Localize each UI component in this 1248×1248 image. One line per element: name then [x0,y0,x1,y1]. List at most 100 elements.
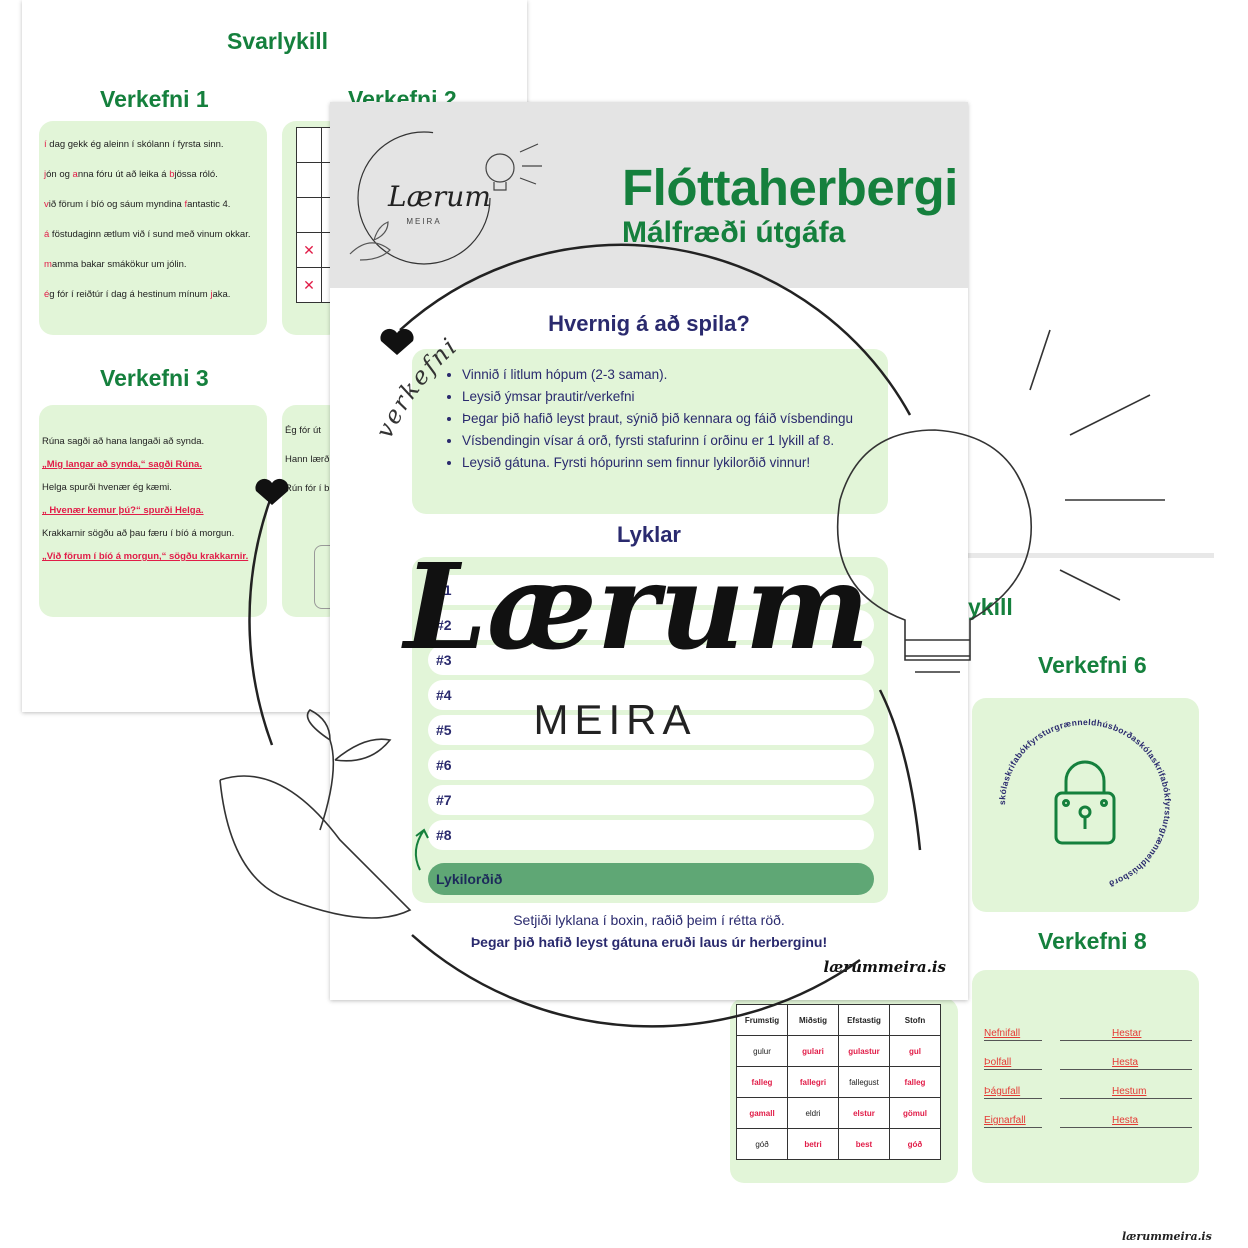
task6-ring: skólaskrifabókfyrsturgrænneldhúsborðaskó… [997,717,1173,889]
logo: Lærum MEIRA [349,131,542,265]
footer-instruction: Setjiði lyklana í boxin, raðið þeim í ré… [513,912,785,928]
cross-mark-icon: ✕ [295,232,323,268]
sentence-text: föstudaginn ætlum við í sund með vinum o… [49,229,251,240]
direct-speech-answer: „ Hvenær kemur þú?“ spurði Helga. [42,505,204,516]
task3-card: Rúna sagði að hana langaði að synda. „Mig… [39,405,267,617]
case-answer: Hesta [1112,1057,1139,1068]
case-name: Þolfall [984,1057,1012,1068]
answer-line [1060,1069,1192,1070]
task1-sentence: ég fór í reiðtúr í dag á hestinum mínum … [44,289,267,300]
svg-text:skólaskrifabókfyrsturgrænneldh: skólaskrifabókfyrsturgrænneldhúsborðaskó… [997,717,1173,889]
highlight-letter: m [44,259,52,270]
front-sheet: Lærum MEIRA Flóttaherbergi Málfræði útgá… [330,102,968,1000]
sentence-text: jössa róló. [174,169,218,180]
sentence-text: antastic 4. [187,199,231,210]
rules-list: Vinnið í litlum hópum (2-3 saman). Leysið… [412,367,888,470]
direct-speech-answer: „Mig langar að synda,“ sagði Rúna. [42,459,202,470]
task3-lines: Rúna sagði að hana langaði að synda. „Mig… [42,436,267,562]
table-cell: fallegust [838,1066,890,1098]
sentence-text: nna fóru út að leika á [77,169,170,180]
hand-plant-icon [349,221,391,261]
page-title: Flóttaherbergi [622,159,958,216]
table-cell: góð [889,1128,941,1160]
case-answer: Hestar [1112,1028,1142,1039]
sentence-text: amma bakar smákökur um jólin. [51,259,187,270]
key-input-row[interactable]: #8 [428,820,874,850]
password-row[interactable]: Lykilorðið [428,863,874,895]
rule-item: Vinnið í litlum hópum (2-3 saman). [462,367,888,382]
task4-line: Hann lærði [285,454,332,465]
highlight-letter: b [169,169,175,180]
highlight-letter: í [44,139,47,150]
answer-line [984,1069,1042,1070]
indirect-speech-line: Rúna sagði að hana langaði að synda. [42,436,205,447]
key-input-row[interactable]: #6 [428,750,874,780]
table-header: Frumstig [736,1004,788,1036]
task6-title: Verkefni 6 [1038,652,1147,678]
lightbulb-icon [485,143,542,191]
key-input-row[interactable]: #3 [428,645,874,675]
answer-line [1060,1098,1192,1099]
table-header: Miðstig [787,1004,839,1036]
table-header: Efstastig [838,1004,890,1036]
table-header: Stofn [889,1004,941,1036]
highlight-letter: j [44,169,47,180]
key-input-row[interactable]: #4 [428,680,874,710]
keys-title: Lyklar [616,522,681,547]
task6-card: skólaskrifabókfyrsturgrænneldhúsborðaskó… [972,698,1199,912]
cross-mark-icon: ✕ [295,267,323,303]
key-input-row[interactable]: #1 [428,575,874,605]
answer-sheet-title: Svarlykill [227,28,329,54]
answer-line [1060,1040,1192,1041]
task1-sentence: í dag gekk ég aleinn í skólann í fyrsta … [44,139,267,150]
task4-line: Ég fór út [285,425,321,436]
table-cell: fallegri [787,1066,839,1098]
case-name: Eignarfall [984,1115,1026,1126]
site-link[interactable]: lærummeira.is [823,958,946,976]
highlight-letter: á [44,229,50,240]
key-input-row[interactable]: #5 [428,715,874,745]
rule-item: Þegar þið hafið leyst þraut, sýnið þið k… [462,411,888,426]
case-answer: Hestum [1112,1086,1147,1097]
sentence-text: ón og [46,169,73,180]
task1-card: í dag gekk ég aleinn í skólann í fyrsta … [39,121,267,335]
table-cell: falleg [736,1066,788,1098]
task1-sentence: á föstudaginn ætlum við í sund með vinum… [44,229,267,240]
task1-sentence: mamma bakar smákökur um jólin. [44,259,267,270]
answer-line [1060,1127,1192,1128]
page-subtitle: Málfræði útgáfa [622,216,846,249]
table-cell: elstur [838,1097,890,1129]
case-name: Nefnifall [984,1028,1021,1039]
logo-sub: MEIRA [406,217,441,226]
table-cell: gömul [889,1097,941,1129]
indirect-speech-line: Helga spurði hvenær ég kæmi. [42,482,172,493]
table-cell: eldri [787,1097,839,1129]
how-to-play-title: Hvernig á að spila? [548,311,750,336]
table-cell: gulastur [838,1035,890,1067]
task1-sentence: við förum í bíó og sáum myndina fantasti… [44,199,267,210]
highlight-letter: j [210,289,213,300]
highlight-letter: v [44,199,49,210]
case-name: Þágufall [984,1086,1021,1097]
page-footer-link[interactable]: lærummeira.is [1122,1230,1212,1243]
padlock-icon [1054,760,1116,845]
highlight-letter: a [72,169,78,180]
indirect-speech-line: Krakkarnir sögðu að þau færu í bíó á mor… [42,528,235,539]
table-cell: falleg [889,1066,941,1098]
sentence-text: g fór í reiðtúr í dag á hestinum mínum [49,289,211,300]
rule-item: Leysið ýmsar þrautir/verkefni [462,389,888,404]
highlight-letter: f [184,199,188,210]
key-input-row[interactable]: #2 [428,610,874,640]
task8-title: Verkefni 8 [1038,928,1147,954]
key-input-row[interactable]: #7 [428,785,874,815]
task1-lines: í dag gekk ég aleinn í skólann í fyrsta … [44,139,267,300]
answer-line [984,1040,1042,1041]
direct-speech-answer: „Við förum í bíó á morgun,“ sögðu krakka… [42,551,249,562]
